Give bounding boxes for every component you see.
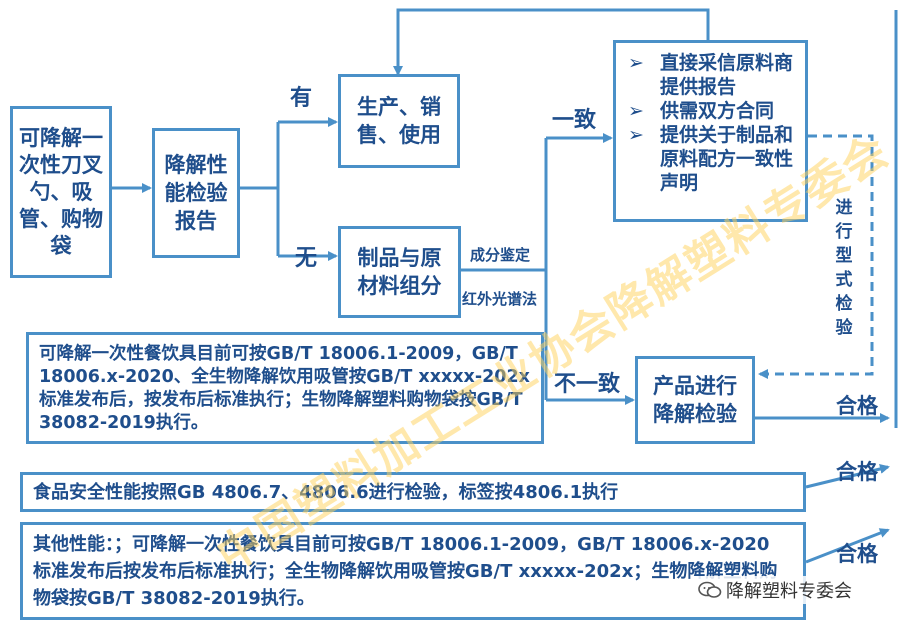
supplier-item: ➢提供关于制品和原料配方一致性声明 <box>628 124 794 194</box>
note-other: 其他性能：；可降解一次性餐饮具目前可按GB/T 18006.1-2009，GB/… <box>20 522 806 620</box>
edge-label-pass-2: 合格 <box>836 460 878 484</box>
note-food-safety-text: 食品安全性能按照GB 4806.7、4806.6进行检验，标签按4806.1执行 <box>33 482 619 503</box>
note-standards: 可降解一次性餐饮具目前可按GB/T 18006.1-2009，GB/T 1800… <box>26 332 544 444</box>
edge-label-yes: 有 <box>290 86 313 111</box>
edge-label-inconsistent: 不一致 <box>554 372 621 397</box>
edge-type-test <box>758 134 874 379</box>
edge-label-no: 无 <box>295 246 318 271</box>
node-degradation-test-label: 产品进行降解检验 <box>653 374 737 426</box>
edge-label-component-id: 成分鉴定 <box>470 246 531 264</box>
node-composition-label: 制品与原材料组分 <box>357 246 442 298</box>
edge-supplier-feedback <box>393 8 710 76</box>
node-composition: 制品与原材料组分 <box>338 226 461 318</box>
node-product-label: 可降解一次性刀叉勺、吸管、购物袋 <box>19 125 103 258</box>
edge-label-type-test: 进行型式检验 <box>835 198 853 338</box>
edge-label-pass-3: 合格 <box>836 542 878 566</box>
edge-pass-2 <box>805 464 890 489</box>
node-supplier: ➢直接采信原料商 提供报告 ➢供需双方合同 ➢提供关于制品和原料配方一致性声明 <box>613 40 808 222</box>
node-degradation-report-label: 降解性能检验报告 <box>164 153 228 233</box>
node-produce-sell-label: 生产、销售、使用 <box>357 95 441 147</box>
node-degradation-report: 降解性能检验报告 <box>152 128 240 258</box>
edge-label-pass-1: 合格 <box>836 394 878 418</box>
badge: 降解塑料专委会 <box>694 576 856 604</box>
edge-label-consistent: 一致 <box>552 108 597 133</box>
edge-label-ir-method: 红外光谱法 <box>462 290 538 308</box>
badge-label: 降解塑料专委会 <box>726 581 852 602</box>
supplier-item: ➢直接采信原料商 提供报告 <box>628 52 794 98</box>
arrow-bullet-icon: ➢ <box>628 52 644 74</box>
note-standards-text: 可降解一次性餐饮具目前可按GB/T 18006.1-2009，GB/T 1800… <box>39 344 530 433</box>
node-degradation-test: 产品进行降解检验 <box>635 356 755 444</box>
node-product: 可降解一次性刀叉勺、吸管、购物袋 <box>10 106 112 278</box>
node-produce-sell: 生产、销售、使用 <box>338 74 460 168</box>
note-food-safety: 食品安全性能按照GB 4806.7、4806.6进行检验，标签按4806.1执行 <box>20 472 806 512</box>
arrow-bullet-icon: ➢ <box>628 124 644 146</box>
arrow-bullet-icon: ➢ <box>628 100 644 122</box>
note-other-text: 其他性能：；可降解一次性餐饮具目前可按GB/T 18006.1-2009，GB/… <box>33 534 778 609</box>
wechat-icon <box>698 581 722 598</box>
edge-pass-3 <box>805 528 890 564</box>
supplier-item: ➢供需双方合同 <box>628 100 775 122</box>
